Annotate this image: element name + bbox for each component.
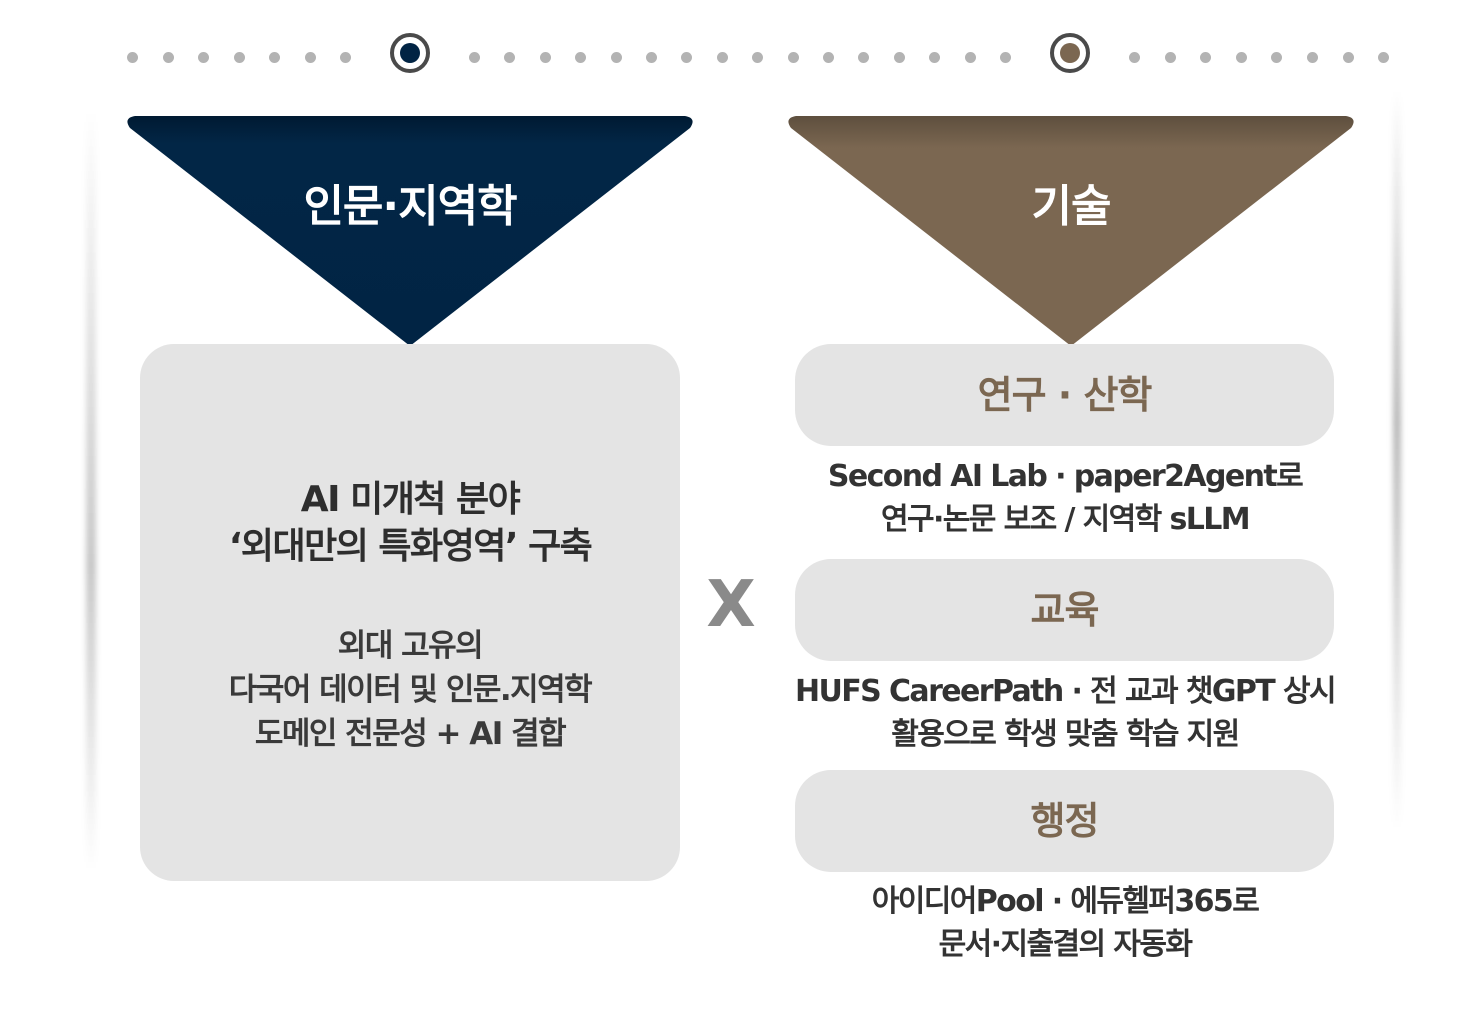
progress-dot-icon [1200, 52, 1212, 63]
progress-dot-icon [575, 52, 587, 63]
humanities-headline: AI 미개척 분야 ‘외대만의 특화영역’ 구축 [140, 476, 680, 570]
marker-core-brown-icon [1060, 43, 1080, 63]
progress-dot-icon [787, 52, 799, 63]
progress-dot-icon [752, 52, 764, 63]
progress-dot-icon [1307, 52, 1318, 63]
humanities-body: 외대 고유의 다국어 데이터 및 인문.지역학 도메인 전문성 + AI 결합 [140, 624, 680, 756]
desc-line: 아이디어Pool · 에듀헬퍼365로 [871, 884, 1260, 919]
humanities-card: AI 미개척 분야 ‘외대만의 특화영역’ 구축 외대 고유의 다국어 데이터 … [140, 344, 680, 881]
progress-dot-icon [964, 52, 976, 63]
progress-dot-icon [340, 52, 351, 63]
section-research-label: 연구 · 산학 [795, 344, 1334, 446]
progress-marker-humanities [390, 33, 430, 73]
progress-dot-icon [504, 52, 516, 63]
progress-dot-icon [1378, 52, 1390, 63]
section-education-label: 교육 [795, 559, 1334, 661]
times-operator-icon: X [706, 568, 756, 642]
body-line: 다국어 데이터 및 인문.지역학 [228, 672, 593, 708]
body-line: 외대 고유의 [337, 628, 484, 664]
progress-dot-icon [127, 52, 138, 63]
progress-dot-icon [233, 52, 245, 63]
technology-triangle: 기술 [786, 114, 1356, 346]
progress-dot-icon [539, 52, 551, 63]
left-edge-shadow [86, 110, 96, 870]
progress-dot-icon [858, 52, 870, 63]
progress-dot-icon [681, 52, 693, 63]
desc-line: Second AI Lab · paper2Agent로 [827, 459, 1304, 494]
progress-dot-icon [823, 52, 834, 63]
progress-marker-technology [1050, 33, 1090, 73]
right-edge-shadow [1393, 90, 1401, 830]
section-education-desc: HUFS CareerPath · 전 교과 챗GPT 상시 활용으로 학생 맞… [780, 670, 1350, 756]
progress-dot-icon [1235, 52, 1247, 63]
progress-dot-icon [1000, 52, 1011, 63]
progress-dot-icon [929, 52, 941, 63]
headline-line: ‘외대만의 특화영역’ 구축 [228, 526, 593, 567]
progress-dot-icon [304, 52, 316, 63]
desc-line: 활용으로 학생 맞춤 학습 지원 [891, 717, 1240, 752]
progress-dot-icon [162, 52, 174, 63]
section-administration-label: 행정 [795, 770, 1334, 872]
progress-dot-icon [469, 52, 480, 63]
desc-line: 문서·지출결의 자동화 [938, 927, 1193, 962]
progress-dot-icon [893, 52, 905, 63]
progress-dot-icon [646, 52, 657, 63]
humanities-title: 인문·지역학 [303, 181, 517, 232]
desc-line: 연구·논문 보조 / 지역학 sLLM [880, 502, 1251, 537]
progress-dot-icon [269, 52, 280, 63]
body-line: 도메인 전문성 + AI 결합 [254, 716, 567, 752]
triangle-shape-navy-icon [127, 116, 693, 346]
progress-dot-icon [198, 52, 209, 63]
progress-dot-icon [716, 52, 728, 63]
desc-line: HUFS CareerPath · 전 교과 챗GPT 상시 [795, 674, 1337, 709]
technology-title: 기술 [1031, 181, 1112, 232]
progress-dot-icon [1164, 52, 1176, 63]
progress-dot-icon [1129, 52, 1140, 63]
section-research-desc: Second AI Lab · paper2Agent로 연구·논문 보조 / … [780, 455, 1350, 541]
progress-dot-icon [1271, 52, 1283, 63]
section-administration-desc: 아이디어Pool · 에듀헬퍼365로 문서·지출결의 자동화 [780, 880, 1350, 966]
progress-dot-icon [610, 52, 622, 63]
marker-core-navy-icon [400, 43, 420, 63]
progress-dot-icon [1342, 52, 1354, 63]
triangle-shape-brown-icon [788, 116, 1354, 346]
headline-line: AI 미개척 분야 [300, 479, 521, 520]
humanities-triangle: 인문·지역학 [125, 114, 695, 346]
